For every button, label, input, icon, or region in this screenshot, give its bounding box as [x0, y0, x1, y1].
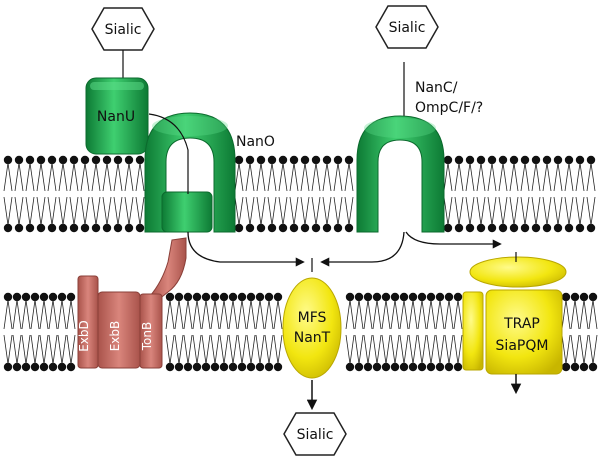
sialic-bottom: Sialic	[283, 412, 347, 456]
nanc-ompc-porin: NanC/ OmpC/F/?	[356, 80, 483, 233]
nanc-to-trap-arrow	[405, 231, 502, 249]
tonb-protein	[139, 293, 163, 369]
mfs-label-line1: MFS	[298, 310, 327, 326]
nanu-to-nano-path	[148, 113, 189, 194]
sialic-bottom-label: Sialic	[297, 427, 334, 443]
sialic-top-left: Sialic	[91, 7, 155, 51]
trap-siapqm-transporter: TRAP SiaPQM	[462, 256, 567, 375]
nanc-label-line2: OmpC/F/?	[415, 100, 483, 116]
siaq-subunit	[462, 291, 484, 371]
sialic-top-right-label: Sialic	[389, 20, 426, 36]
trap-label-line1: TRAP	[503, 316, 540, 332]
outer-membrane	[3, 155, 596, 233]
tonb-stalk	[149, 237, 187, 301]
trap-label-line2: SiaPQM	[496, 338, 549, 354]
exbd-label: ExbD	[77, 320, 91, 352]
sialic-top-left-label: Sialic	[105, 22, 142, 38]
nano-porin: NanO	[144, 112, 275, 233]
inner-membrane	[3, 292, 598, 372]
exbb-label: ExbB	[108, 321, 122, 352]
mfs-nant-transporter: MFS NanT	[282, 277, 342, 379]
sialic-top-right: Sialic	[375, 5, 439, 49]
nano-to-mfs-arrow	[187, 231, 305, 267]
nanu-protein: NanU	[85, 77, 149, 155]
nanc-label-line1: NanC/	[415, 80, 458, 96]
nano-label: NanO	[236, 134, 275, 150]
ton-complex: ExbD ExbB TonB	[77, 275, 163, 369]
siam-subunit	[485, 289, 563, 375]
siap-binding-protein	[469, 256, 567, 288]
mfs-label-line2: NanT	[294, 330, 331, 346]
nanu-label: NanU	[97, 109, 135, 125]
tonb-label: TonB	[140, 322, 154, 351]
nano-plug	[161, 191, 213, 233]
nanc-to-mfs-arrow	[320, 231, 405, 267]
